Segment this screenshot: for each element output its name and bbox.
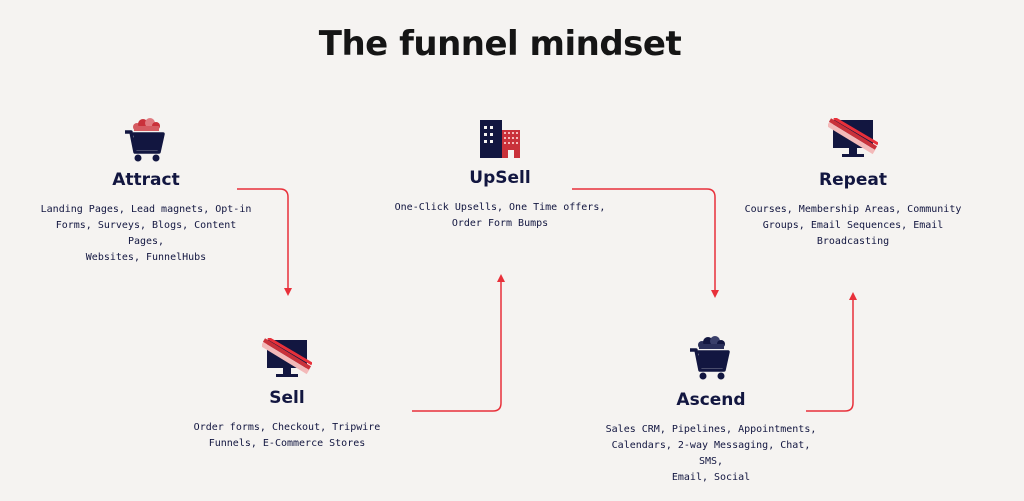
page-title: The funnel mindset bbox=[318, 24, 682, 64]
arrow-sell-to-upsell bbox=[412, 274, 505, 412]
shopping-cart-icon bbox=[125, 118, 165, 162]
stage-label-ascend: Ascend bbox=[676, 390, 746, 410]
stage-upsell: UpSell One-Click Upsells, One Time offer… bbox=[390, 118, 610, 232]
stage-description-upsell: One-Click Upsells, One Time offers, Orde… bbox=[394, 202, 606, 229]
building-icon bbox=[480, 120, 520, 158]
stage-attract: Attract Landing Pages, Lead magnets, Opt… bbox=[36, 116, 256, 266]
monitor-icon bbox=[828, 118, 878, 157]
stage-repeat: Repeat Courses, Membership Areas, Commun… bbox=[740, 118, 966, 250]
stage-label-upsell: UpSell bbox=[469, 168, 531, 188]
stage-description-attract: Landing Pages, Lead magnets, Opt-in Form… bbox=[40, 204, 252, 263]
stage-ascend: Ascend Sales CRM, Pipelines, Appointment… bbox=[600, 334, 822, 486]
shopping-cart-icon bbox=[690, 336, 730, 380]
monitor-icon bbox=[262, 338, 312, 377]
stage-description-sell: Order forms, Checkout, Tripwire Funnels,… bbox=[193, 422, 381, 449]
stage-sell: Sell Order forms, Checkout, Tripwire Fun… bbox=[187, 338, 387, 452]
stage-description-ascend: Sales CRM, Pipelines, Appointments, Cale… bbox=[605, 424, 817, 483]
stage-label-repeat: Repeat bbox=[819, 170, 887, 190]
stage-description-repeat: Courses, Membership Areas, Community Gro… bbox=[744, 204, 962, 247]
stage-label-sell: Sell bbox=[269, 388, 305, 408]
stage-label-attract: Attract bbox=[112, 170, 180, 190]
